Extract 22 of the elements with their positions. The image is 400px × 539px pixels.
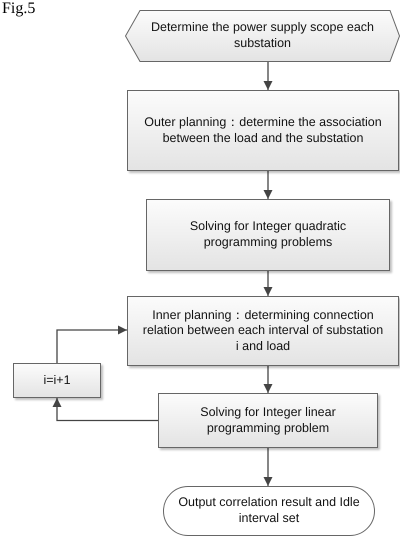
arrow: [264, 171, 272, 199]
process-box: [127, 296, 399, 366]
process-box: [146, 199, 390, 271]
node-text: Solving for Integer linear programming problem: [199, 404, 337, 436]
node-text: i=i+1: [42, 372, 72, 388]
node-text: Inner planning：determining connection relation between each interval of substation i and load: [142, 308, 384, 354]
node-text: Output correlation result and Idle interval set: [177, 495, 361, 527]
terminal-shape: [163, 486, 375, 536]
process-box: [158, 393, 378, 448]
node-text: Outer planning：determine the association between the load and the substation: [143, 114, 383, 146]
display-hexagon: [125, 10, 400, 62]
process-box: [127, 90, 399, 171]
process-box: [13, 363, 101, 398]
node-text: Solving for Integer quadratic programming problems: [188, 219, 348, 251]
figure-label: Fig.5: [2, 0, 36, 18]
node-text: Determine the power supply scope each substation: [150, 20, 376, 52]
arrow: [56, 326, 127, 363]
arrow: [264, 62, 272, 90]
arrow: [264, 448, 272, 486]
arrow: [52, 398, 158, 422]
arrow: [264, 271, 272, 296]
arrow: [264, 366, 272, 393]
